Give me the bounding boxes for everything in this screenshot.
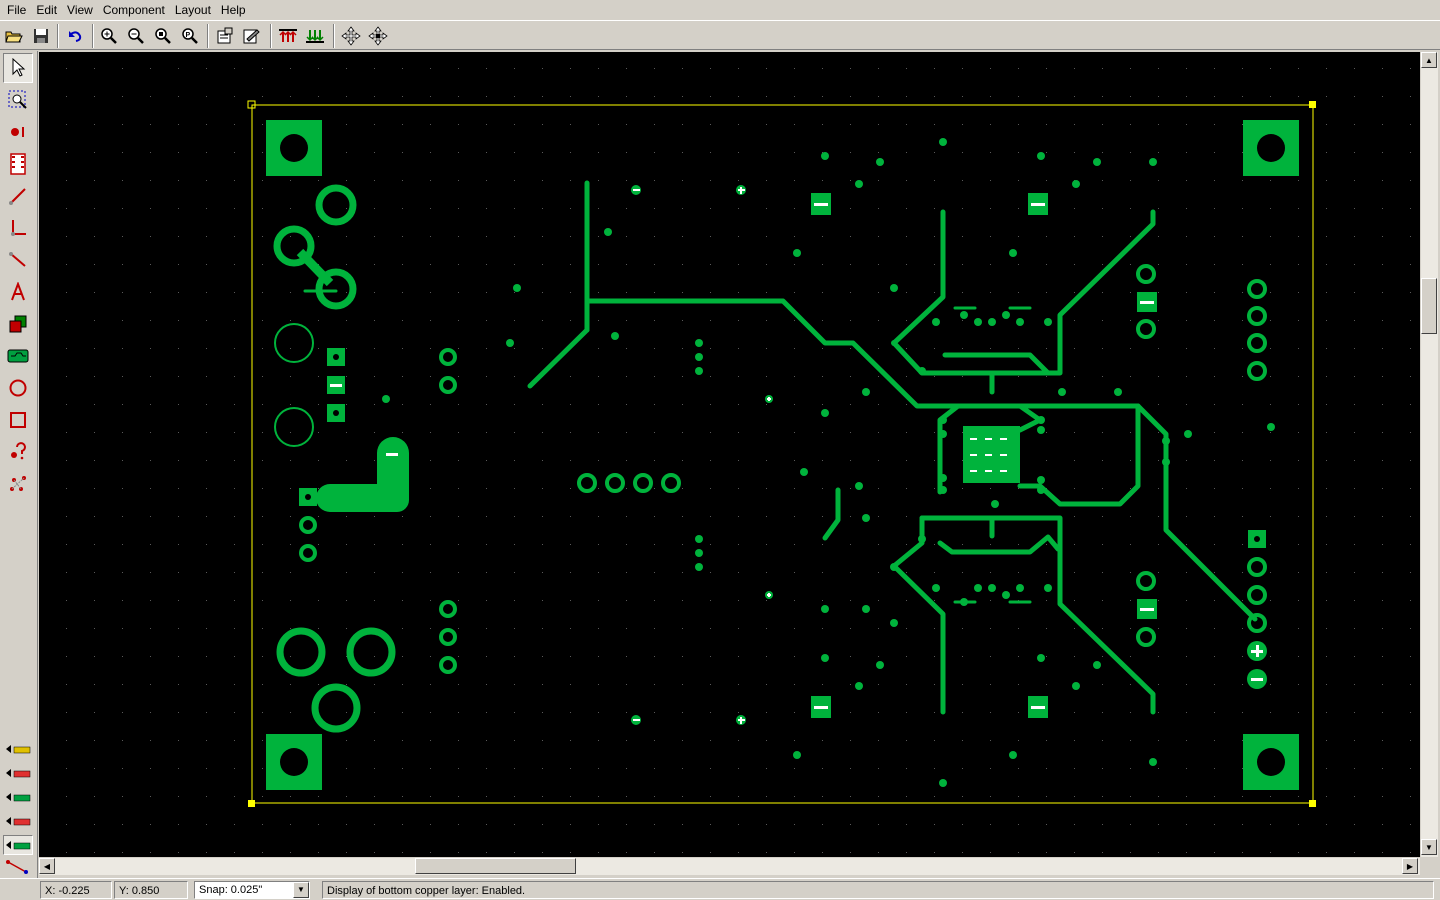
outline-handle <box>247 100 256 109</box>
menu-help[interactable]: Help <box>220 3 246 17</box>
through-hole-pads <box>273 184 396 733</box>
tool-palette <box>0 51 38 880</box>
layer-board-outline[interactable] <box>3 835 33 855</box>
menu-edit[interactable]: Edit <box>36 3 58 17</box>
circle-tool[interactable] <box>3 373 33 403</box>
outline-handle <box>248 800 255 807</box>
copper-pour <box>316 437 409 512</box>
horizontal-scroll-thumb[interactable] <box>415 858 576 874</box>
menu-bar: File Edit View Component Layout Help <box>0 0 1440 20</box>
ratsnest-tool[interactable] <box>3 469 33 499</box>
menu-component[interactable]: Component <box>102 3 165 17</box>
scroll-down-arrow[interactable]: ▼ <box>1421 839 1437 855</box>
menu-file[interactable]: File <box>7 3 27 17</box>
move-all-icon[interactable] <box>366 24 390 48</box>
properties-icon[interactable] <box>213 24 237 48</box>
vertical-scrollbar[interactable]: ▲ ▼ <box>1420 52 1438 857</box>
open-icon[interactable] <box>2 24 26 48</box>
rectangle-tool[interactable] <box>3 405 33 435</box>
route-up-icon[interactable] <box>276 24 300 48</box>
toolbar: P <box>0 20 1440 50</box>
undo-icon[interactable] <box>63 24 87 48</box>
layer-bottom-copper[interactable] <box>3 787 33 807</box>
select-tool[interactable] <box>3 53 33 83</box>
save-icon[interactable] <box>29 24 53 48</box>
snap-select[interactable]: Snap: 0.025" ▼ <box>194 881 310 899</box>
board-outline <box>251 104 1314 804</box>
scroll-up-arrow[interactable]: ▲ <box>1421 52 1437 68</box>
draw-corner-tool[interactable] <box>3 213 33 243</box>
vertical-scroll-thumb[interactable] <box>1421 278 1437 334</box>
netlist-icon[interactable] <box>240 24 264 48</box>
layer-ratsnest[interactable] <box>3 857 33 877</box>
snap-value: Snap: 0.025" <box>199 884 263 896</box>
layer-bottom-silk[interactable] <box>3 811 33 831</box>
place-text-tool[interactable] <box>3 277 33 307</box>
copper-fill-tool[interactable] <box>3 341 33 371</box>
x-coordinate: X: -0.225 <box>40 881 112 899</box>
draw-trace-tool[interactable] <box>3 181 33 211</box>
zoom-window-tool[interactable] <box>3 85 33 115</box>
copy-tool[interactable] <box>3 309 33 339</box>
layer-top-copper[interactable] <box>3 763 33 783</box>
chevron-down-icon[interactable]: ▼ <box>293 882 309 898</box>
place-component-tool[interactable] <box>3 149 33 179</box>
place-pin-tool[interactable] <box>3 117 33 147</box>
zoom-previous-icon[interactable]: P <box>178 24 202 48</box>
y-coordinate: Y: 0.850 <box>114 881 188 899</box>
vias <box>382 138 1275 787</box>
outline-handle <box>1309 800 1316 807</box>
route-down-icon[interactable] <box>303 24 327 48</box>
move-icon[interactable] <box>339 24 363 48</box>
scroll-left-arrow[interactable]: ◀ <box>39 858 55 874</box>
menu-view[interactable]: View <box>67 3 93 17</box>
svg-text:P: P <box>186 32 191 39</box>
polarity-pads <box>327 185 1267 725</box>
status-message: Display of bottom copper layer: Enabled. <box>322 881 1434 899</box>
zoom-in-icon[interactable] <box>97 24 121 48</box>
draw-line-tool[interactable] <box>3 245 33 275</box>
layer-top-silk[interactable] <box>3 739 33 759</box>
zoom-fit-icon[interactable] <box>151 24 175 48</box>
horizontal-scrollbar[interactable]: ◀ ▶ <box>39 857 1420 875</box>
query-tool[interactable] <box>3 437 33 467</box>
copper-traces <box>527 180 1258 715</box>
outline-handle <box>1309 101 1316 108</box>
status-bar: X: -0.225 Y: 0.850 Snap: 0.025" ▼ Displa… <box>0 878 1440 900</box>
menu-layout[interactable]: Layout <box>174 3 211 17</box>
scroll-right-arrow[interactable]: ▶ <box>1402 858 1418 874</box>
zoom-out-icon[interactable] <box>124 24 148 48</box>
pcb-canvas[interactable] <box>39 52 1420 857</box>
